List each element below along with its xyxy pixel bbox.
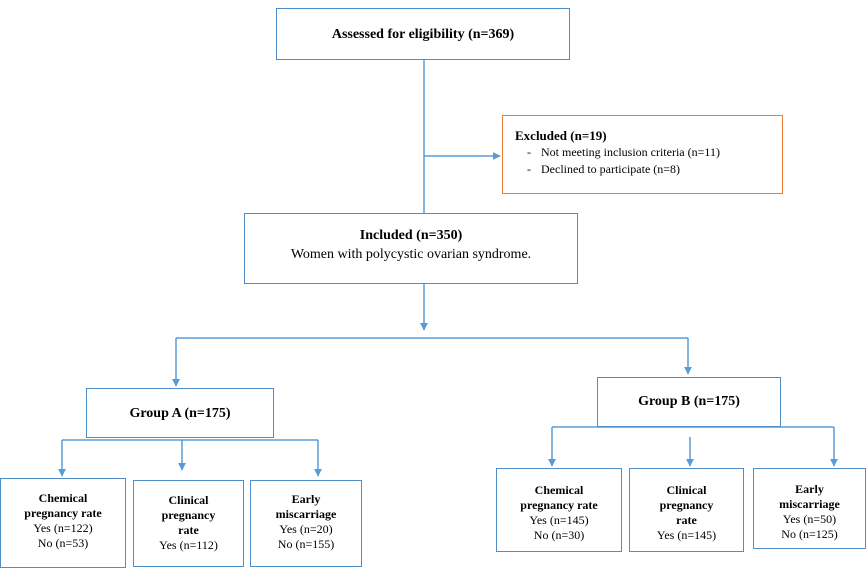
outcome-label: Early (291, 492, 321, 506)
outcome-label: Early (795, 482, 824, 496)
outcome-no: No (n=125) (781, 527, 838, 541)
group-b-box: Group B (n=175) (597, 377, 781, 427)
group-a-title: Group A (n=175) (129, 406, 231, 421)
excluded-item: Not meeting inclusion criteria (n=11) (515, 144, 774, 161)
included-box: Included (n=350) Women with polycystic o… (244, 213, 578, 284)
included-subtitle: Women with polycystic ovarian syndrome. (290, 247, 532, 262)
outcome-label: rate (178, 523, 199, 537)
excluded-title: Excluded (n=19) (515, 128, 607, 143)
outcome-label: Chemical (534, 483, 584, 497)
group-b-title: Group B (n=175) (638, 394, 740, 409)
included-title: Included (n=350) (359, 228, 463, 243)
outcome-label: miscarriage (779, 497, 840, 511)
outcome-no: No (n=155) (277, 537, 335, 551)
outcome-label: pregnancy rate (520, 498, 598, 512)
outcome-yes: Yes (n=145) (656, 528, 717, 542)
outcome-label: pregnancy (161, 508, 216, 522)
group-a-clinical-box: Clinical pregnancy rate Yes (n=112) (133, 480, 244, 567)
outcome-label: Chemical (38, 491, 88, 505)
outcome-yes: Yes (n=145) (529, 513, 589, 527)
excluded-item: Declined to participate (n=8) (515, 161, 774, 178)
group-a-box: Group A (n=175) (86, 388, 274, 438)
group-b-chemical-box: Chemical pregnancy rate Yes (n=145) No (… (496, 468, 622, 552)
outcome-yes: Yes (n=122) (33, 521, 93, 535)
outcome-label: rate (676, 513, 697, 527)
group-b-miscarriage-box: Early miscarriage Yes (n=50) No (n=125) (753, 468, 866, 549)
outcome-label: pregnancy (659, 498, 714, 512)
outcome-label: miscarriage (275, 507, 337, 521)
outcome-label: Clinical (666, 483, 707, 497)
outcome-no: No (n=30) (533, 528, 585, 542)
outcome-label: pregnancy rate (24, 506, 102, 520)
outcome-label: Clinical (168, 493, 209, 507)
assessed-title: Assessed for eligibility (n=369) (331, 27, 515, 42)
outcome-yes: Yes (n=112) (159, 538, 218, 552)
outcome-yes: Yes (n=20) (279, 522, 333, 536)
outcome-no: No (n=53) (37, 536, 89, 550)
outcome-yes: Yes (n=50) (782, 512, 837, 526)
excluded-box: Excluded (n=19) Not meeting inclusion cr… (502, 115, 783, 194)
group-a-miscarriage-box: Early miscarriage Yes (n=20) No (n=155) (250, 480, 362, 567)
group-b-clinical-box: Clinical pregnancy rate Yes (n=145) (629, 468, 744, 552)
group-a-chemical-box: Chemical pregnancy rate Yes (n=122) No (… (0, 478, 126, 568)
assessed-box: Assessed for eligibility (n=369) (276, 8, 570, 60)
excluded-list: Not meeting inclusion criteria (n=11) De… (515, 144, 774, 178)
